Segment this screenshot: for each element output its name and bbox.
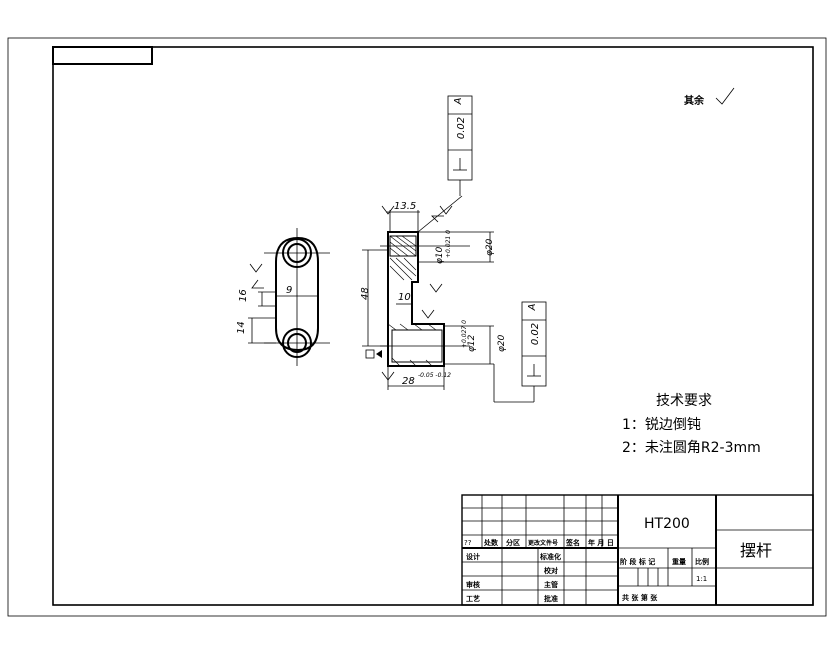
tb-material: HT200 [644,516,690,532]
tb-change-doc: 更改文件号 [528,539,558,547]
surface-note: 其余 [684,94,705,107]
dim-28: 28 [402,376,415,387]
dim-dia20-bottom: φ20 [497,334,507,352]
outer-frame [7,37,827,617]
tb-date: 年 月 日 [588,538,614,547]
inner-frame [52,46,814,606]
tb-count: 处数 [483,538,499,547]
front-view [248,228,330,366]
tol-bottom-value: 0.02 [530,323,541,345]
tb-part-name: 摆杆 [740,541,772,560]
note-2: 2：未注圆角R2-3mm [622,440,761,456]
dim-10: 10 [398,292,411,303]
tb-sheets: 共 张 第 张 [622,593,658,602]
tb-design: 设计 [466,552,480,561]
tb-zone: 分区 [506,538,520,547]
tb-proofread: 校对 [544,566,558,575]
title-block [461,494,814,606]
tb-process: 工艺 [466,594,480,603]
tb-mark: ?? [464,539,472,547]
dim-28-tol: -0.05 -0.12 [418,372,451,379]
tol-bottom-datum: A [527,303,538,311]
tol-top-value: 0.02 [456,117,467,139]
section-view [362,195,495,402]
dim-dia20-top: φ20 [485,238,495,256]
perpendicularity-frame-top [447,95,473,196]
tol-top-datum: A [453,97,464,105]
dim-hole-top-tol: +0.021 0 [445,230,452,258]
dim-hole-top: φ10 [435,246,445,264]
tb-scale: 1:1 [696,575,707,583]
tb-weight: 重量 [672,557,686,566]
tb-scale-label: 比例 [695,557,709,566]
surface-finish-icon [715,87,735,105]
note-1: 1：锐边倒钝 [622,417,701,433]
dim-13-5: 13.5 [394,201,416,212]
dim-hole-bottom-tol: +0.027 0 [461,320,468,348]
tb-supervise: 主管 [544,580,558,589]
dim-16: 16 [238,289,249,302]
tb-approve: 批准 [544,594,558,603]
dim-9: 9 [286,285,292,296]
dim-48: 48 [360,287,371,300]
code-box [52,46,153,65]
dim-hole-bottom: φ12 [467,334,477,352]
dim-14: 14 [236,321,247,334]
tb-stage-labels: 阶 段 标 记 [620,557,655,566]
perpendicularity-frame-bottom [494,301,547,403]
tb-standard: 标准化 [539,552,561,561]
tb-review: 审核 [466,580,480,589]
notes-heading: 技术要求 [656,393,712,409]
tb-sign: 签名 [565,538,580,547]
